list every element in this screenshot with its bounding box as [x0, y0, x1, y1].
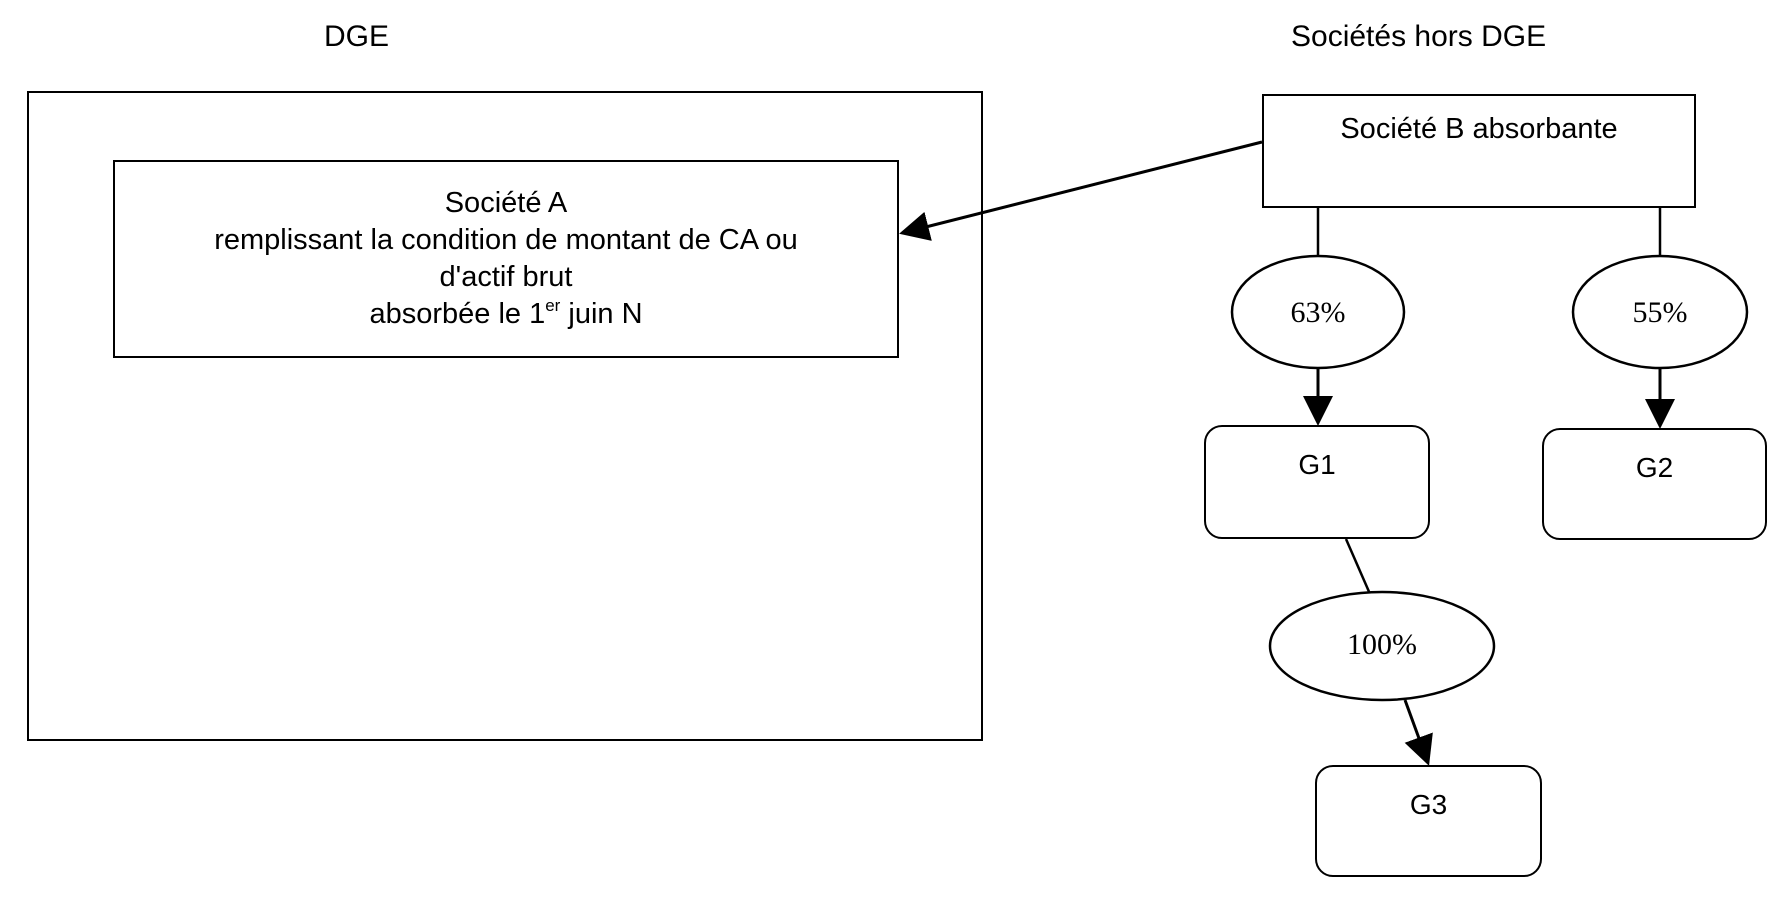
participation-g3: 100% [1347, 628, 1417, 661]
hors-dge-header: Sociétés hors DGE [1291, 20, 1547, 53]
ellipse-55 [1571, 254, 1749, 370]
ellipse-100 [1268, 590, 1496, 702]
societe-a-name: Société A [444, 187, 568, 219]
societe-b-box: Société B absorbante [1262, 94, 1696, 208]
societe-a-absorption-date: absorbée le 1er juin N [369, 296, 643, 330]
g2-label: G2 [1635, 452, 1674, 483]
societe-a-box: Société A remplissant la condition de mo… [113, 160, 899, 358]
participation-g1: 63% [1291, 296, 1346, 329]
societe-a-condition: remplissant la condition de montant de C… [214, 224, 798, 256]
connector-g1-100 [1344, 538, 1372, 595]
g1-label: G1 [1298, 449, 1336, 480]
arrow-100-g3 [1403, 699, 1433, 766]
g2-box: G2 [1542, 428, 1767, 540]
societe-a-condition-cont: d'actif brut [439, 261, 573, 293]
participation-g2: 55% [1633, 296, 1688, 329]
ellipse-63 [1230, 254, 1406, 370]
societe-b-label: Société B absorbante [1340, 113, 1618, 145]
ordinal-suffix: er [545, 296, 561, 315]
absorption-arrow [899, 140, 1263, 241]
g3-box: G3 [1315, 765, 1542, 877]
dge-header: DGE [324, 20, 390, 53]
g3-label: G3 [1409, 789, 1448, 820]
g1-box: G1 [1204, 425, 1430, 539]
